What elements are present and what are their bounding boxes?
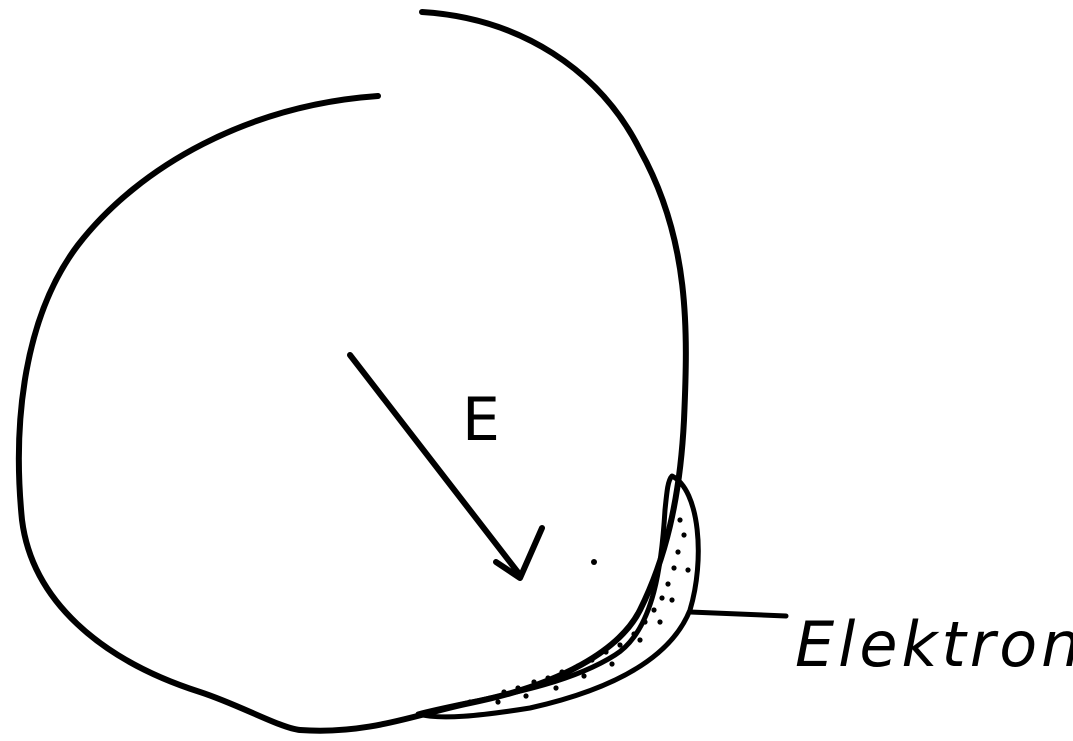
electron-dot: [545, 675, 550, 680]
body-outline-right: [300, 12, 686, 731]
electron-dot: [637, 637, 642, 642]
electron-dot: [671, 565, 676, 570]
electron-dot: [665, 581, 670, 586]
electron-dot: [487, 695, 492, 700]
electron-dot: [515, 685, 520, 690]
body-outline-left: [19, 96, 378, 730]
electron-dot: [553, 685, 558, 690]
electron-dot: [631, 631, 636, 636]
electron-dot: [617, 642, 622, 647]
electron-label: Elektron: [795, 608, 1073, 681]
electron-dot: [531, 679, 536, 684]
electron-dot: [589, 657, 594, 662]
electron-pointer-line: [690, 612, 786, 616]
electron-dot: [677, 517, 682, 522]
electron-dot: [657, 619, 662, 624]
electron-dot: [495, 699, 500, 704]
electron-dot: [609, 661, 614, 666]
electron-dot: [642, 619, 647, 624]
electron-dot: [651, 607, 656, 612]
electron-dot: [669, 597, 674, 602]
electron-dot: [581, 673, 586, 678]
electron-dot: [523, 693, 528, 698]
stray-dot: [591, 559, 597, 565]
electron-dot: [467, 699, 472, 704]
electron-dot: [559, 669, 564, 674]
electron-dot: [501, 689, 506, 694]
electron-dot: [681, 532, 686, 537]
field-label: E: [462, 385, 500, 455]
electron-dot: [685, 567, 690, 572]
electron-dot: [675, 549, 680, 554]
electron-dot: [575, 663, 580, 668]
electron-dot: [659, 595, 664, 600]
electron-dot: [603, 649, 608, 654]
electron-dots: [453, 517, 690, 708]
electron-dot: [453, 703, 458, 708]
electron-layer-outline: [418, 476, 698, 717]
